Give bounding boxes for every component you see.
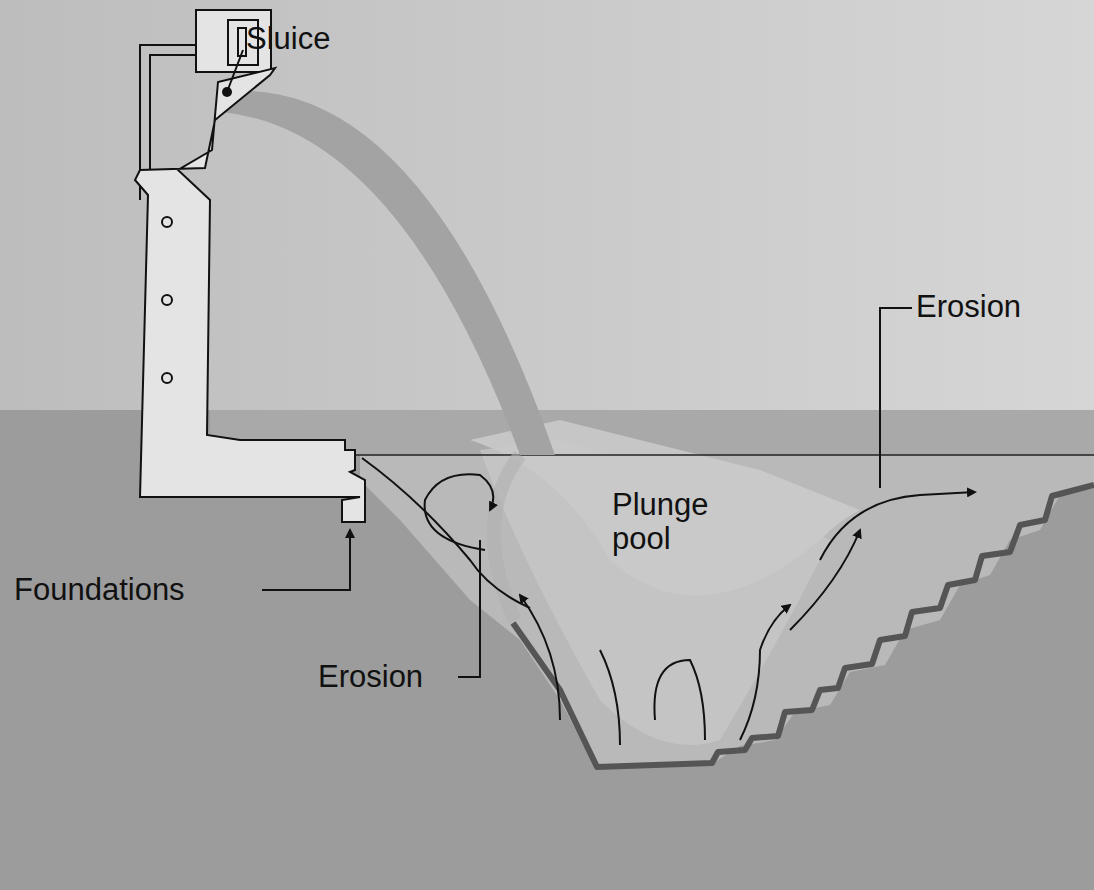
- pool-bed: [513, 485, 1094, 767]
- sluice-jet: [222, 91, 555, 455]
- part-label: Erosion: [318, 660, 423, 694]
- part-label: Plunge pool: [612, 488, 742, 556]
- part-label: Foundations: [14, 573, 185, 607]
- part-label: Erosion: [916, 290, 1021, 324]
- plume-core: [480, 440, 830, 745]
- dam: [135, 10, 365, 522]
- flow-arrows: [362, 458, 975, 745]
- water-level: [355, 454, 1094, 456]
- leader-lines: [227, 50, 912, 677]
- part-label: Sluice: [246, 22, 330, 56]
